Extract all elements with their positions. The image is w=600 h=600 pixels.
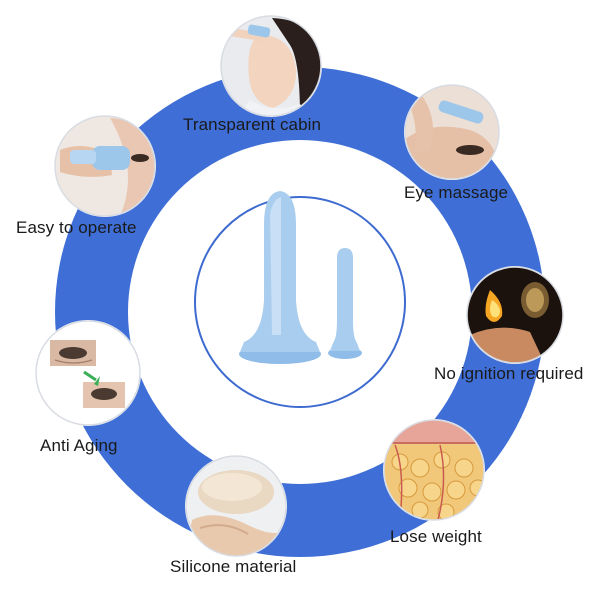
label-anti-aging: Anti Aging <box>40 436 118 455</box>
silicone-cups-icon <box>239 191 362 364</box>
label-transparent-cabin: Transparent cabin <box>183 115 322 134</box>
inner-outline-circle <box>194 196 406 408</box>
silicone-sheet-icon <box>185 455 287 557</box>
flame-glass-cup-icon <box>466 266 564 364</box>
face-cup-icon <box>54 115 156 217</box>
eye-cup-massage-icon <box>404 84 500 180</box>
eye-before-after-icon <box>35 320 141 426</box>
inner-white-disc <box>128 140 472 484</box>
woman-face-cup-icon <box>220 15 322 117</box>
label-eye-massage: Eye massage <box>404 183 509 202</box>
label-lose-weight: Lose weight <box>390 527 482 546</box>
label-silicone-material: Silicone material <box>170 557 297 576</box>
label-easy-to-operate: Easy to operate <box>16 218 137 237</box>
fat-tissue-icon <box>383 419 485 521</box>
label-no-ignition-required: No ignition required <box>434 364 584 383</box>
